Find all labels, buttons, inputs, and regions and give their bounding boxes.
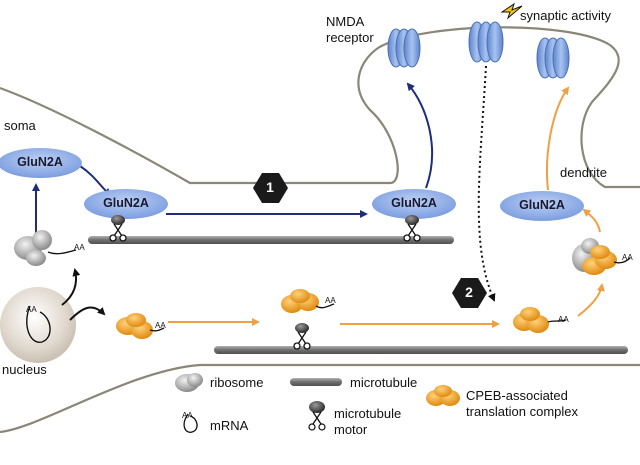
legend-ribosome-label: ribosome [210, 375, 264, 390]
legend-motor-icon [309, 401, 325, 413]
mrna-tail-soma: AA [74, 243, 85, 252]
synaptic-activity-label: synaptic activity [520, 8, 612, 23]
legend-cpeb-label: CPEB-associated translation complex [466, 388, 578, 419]
cpeb-complex-motor: AA [281, 289, 336, 313]
mrna-tail-legend: AA [182, 411, 193, 420]
legend-motor-label: microtubule motor [334, 406, 402, 437]
microtubules [88, 236, 628, 354]
lightning-icon [500, 2, 523, 20]
pathway-1-number: 1 [266, 179, 274, 195]
nmda-receptor-1 [387, 28, 421, 68]
pathway-2-hexagon [452, 278, 487, 308]
arrow-nucleus-to-ribosome [61, 268, 81, 306]
microtubule-upper [88, 236, 454, 244]
glun2a-spine-label: GluN2A [391, 196, 437, 210]
cpeb-complex-soma: AA [116, 313, 166, 339]
soma-ribosome-complex: AA [14, 230, 85, 266]
mrna-tail-nucleus: AA [26, 305, 37, 314]
nucleus: AA [0, 287, 76, 363]
glun2a-local-shape [500, 191, 584, 221]
legend-microtubule-icon [290, 378, 342, 386]
motor-upper-right [403, 215, 421, 242]
mrna-tail-cpeb-soma: AA [155, 321, 166, 330]
nmda-receptor-3 [536, 37, 570, 79]
pathway-2-number: 2 [465, 284, 473, 300]
motor-lower [293, 323, 311, 350]
glun2a-soma-shape [0, 148, 82, 178]
neuron-membrane [0, 26, 640, 434]
pathway-2-arrows [168, 86, 605, 328]
glun2a-spine-shape [372, 189, 456, 219]
legend-mrna-icon [183, 413, 198, 433]
mrna-tail-cpeb-motor: AA [325, 296, 336, 305]
cpeb-complex-dendrite: AA [513, 307, 569, 333]
nucleus-label: nucleus [2, 362, 47, 377]
glun2a-soma-label: GluN2A [17, 155, 63, 169]
legend-mrna-label: mRNA [210, 418, 249, 433]
glun2a-motor-label: GluN2A [103, 196, 149, 210]
glun2a-local-label: GluN2A [519, 198, 565, 212]
cpeb-ribosome-dendrite: AA [572, 238, 633, 275]
arrow-synaptic-signal [477, 65, 496, 302]
pathway-1-hexagon [253, 173, 288, 203]
mrna-tail-cpeb-ribo: AA [622, 253, 633, 262]
nmda-receptor-2 [468, 21, 504, 63]
microtubule-lower [214, 346, 628, 354]
nmda-receptor-label: NMDA receptor [326, 14, 374, 45]
legend-microtubule-label: microtubule [350, 375, 418, 390]
soma-label: soma [4, 118, 36, 133]
motor-upper-left [109, 215, 127, 242]
glun2a-motor-shape [84, 189, 168, 219]
dendrite-label: dendrite [560, 165, 607, 180]
mrna-tail-cpeb-dendrite: AA [558, 315, 569, 324]
arrow-nucleus-to-cpeb [69, 306, 106, 321]
legend-icons: AA [175, 373, 460, 433]
